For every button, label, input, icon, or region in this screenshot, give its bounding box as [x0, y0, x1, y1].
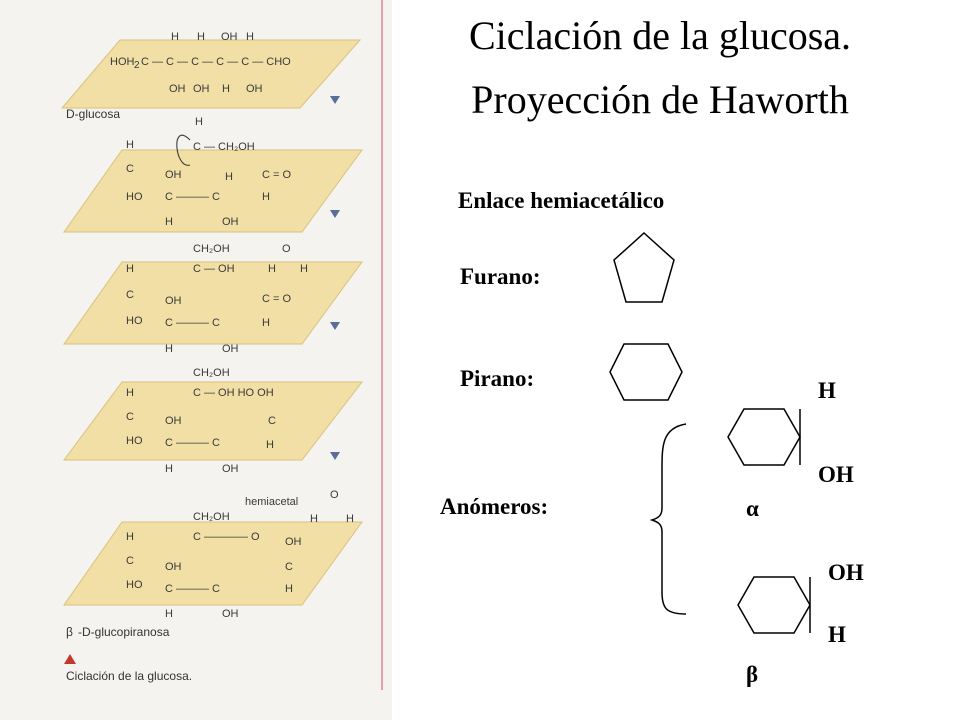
svg-text:OH: OH — [165, 561, 182, 573]
down-arrow-icon — [330, 210, 340, 218]
furan-pentagon — [613, 231, 675, 303]
svg-text:C: C — [126, 163, 134, 175]
svg-text:OH: OH — [193, 83, 210, 95]
svg-text:H: H — [165, 463, 173, 475]
svg-text:H: H — [310, 513, 318, 525]
svg-text:OH: OH — [165, 295, 182, 307]
svg-text:O: O — [330, 489, 339, 501]
svg-text:H: H — [246, 31, 254, 43]
pyran-label: Pirano: — [460, 366, 535, 391]
svg-text:CH₂OH: CH₂OH — [193, 367, 230, 379]
svg-text:C — C — C — C — C — CHO: C — C — C — C — C — CHO — [141, 56, 291, 68]
down-arrow-icon — [330, 96, 340, 104]
figure-caption: Ciclación de la glucosa. — [66, 669, 192, 683]
svg-text:C: C — [285, 561, 293, 573]
svg-text:H: H — [262, 191, 270, 203]
figure-step1-label: D-glucosa — [66, 107, 120, 121]
svg-text:C — OH: C — OH — [193, 263, 235, 275]
svg-text:C = O: C = O — [262, 293, 291, 305]
hemiacetal-bond-label: Enlace hemiacetálico — [458, 188, 665, 213]
svg-text:H: H — [165, 216, 173, 228]
alpha-top-substituent: H — [818, 378, 836, 403]
svg-text:H: H — [126, 387, 134, 399]
svg-text:HOH: HOH — [110, 56, 135, 68]
down-arrow-icon — [330, 452, 340, 460]
svg-text:C ——— C: C ——— C — [165, 437, 220, 449]
svg-text:H: H — [126, 139, 134, 151]
svg-text:HO: HO — [126, 579, 143, 591]
svg-text:OH: OH — [222, 216, 239, 228]
svg-text:H: H — [126, 531, 134, 543]
ring-shapes — [609, 231, 811, 634]
svg-text:H: H — [285, 583, 293, 595]
svg-text:HO: HO — [126, 315, 143, 327]
svg-text:HO: HO — [126, 435, 143, 447]
step-5-plane: hemiacetal O H H CH₂OH C ———— O H C HO OH… — [63, 489, 363, 620]
hemiacetal-note: hemiacetal — [245, 496, 298, 508]
slide-title-line-2: Proyección de Haworth — [471, 77, 849, 122]
beta-label: β — [746, 662, 759, 687]
svg-text:C ——— C: C ——— C — [165, 191, 220, 203]
svg-text:C: C — [126, 555, 134, 567]
svg-text:OH: OH — [222, 608, 239, 620]
svg-text:OH: OH — [246, 83, 263, 95]
figure-step5-label: -D-glucopiranosa — [78, 625, 170, 639]
alpha-bottom-substituent: OH — [818, 462, 854, 487]
alpha-label: α — [746, 496, 759, 521]
svg-text:OH: OH — [169, 83, 186, 95]
svg-text:C: C — [268, 415, 276, 427]
svg-text:C: C — [126, 289, 134, 301]
svg-text:H: H — [197, 31, 205, 43]
step-4-plane: CH₂OH C — OH HO OH H C HO OH C ——— C C H… — [63, 367, 364, 475]
svg-text:HO: HO — [126, 191, 143, 203]
svg-text:C ———— O: C ———— O — [193, 531, 260, 543]
svg-text:O: O — [282, 243, 291, 255]
svg-text:H: H — [262, 317, 270, 329]
svg-text:H: H — [300, 263, 308, 275]
svg-text:C = O: C = O — [262, 169, 291, 181]
svg-text:H: H — [126, 263, 134, 275]
svg-text:H: H — [225, 171, 233, 183]
furan-label: Furano: — [460, 264, 541, 289]
pyran-hexagon — [609, 343, 683, 401]
svg-text:H: H — [165, 608, 173, 620]
svg-text:C ——— C: C ——— C — [165, 583, 220, 595]
slide-title-line-1: Ciclación de la glucosa. — [468, 13, 852, 58]
svg-text:H: H — [195, 116, 203, 128]
alpha-hexagon — [727, 408, 801, 466]
beta-top-substituent: OH — [828, 560, 864, 585]
svg-text:OH: OH — [221, 31, 238, 43]
svg-text:OH: OH — [285, 536, 302, 548]
step-3-plane: CH₂OH C — OH O H H H C HO OH C ——— C C = … — [63, 243, 363, 355]
svg-text:H: H — [346, 513, 354, 525]
svg-text:2: 2 — [134, 60, 140, 71]
anomers-brace — [649, 423, 687, 615]
svg-text:OH: OH — [165, 415, 182, 427]
svg-text:H: H — [268, 263, 276, 275]
anomers-label: Anómeros: — [440, 494, 549, 519]
svg-text:H: H — [165, 343, 173, 355]
step-2-plane: H C — CH₂OH H C HO OH C ——— C H C = O H … — [63, 116, 363, 233]
beta-bottom-substituent: H — [828, 622, 846, 647]
figure-step5-prefix: β — [66, 625, 73, 639]
svg-text:OH: OH — [165, 169, 182, 181]
svg-text:H: H — [171, 31, 179, 43]
svg-text:CH₂OH: CH₂OH — [193, 511, 230, 523]
svg-text:C — OH HO OH: C — OH HO OH — [193, 387, 274, 399]
svg-text:H: H — [266, 439, 274, 451]
svg-text:C — CH₂OH: C — CH₂OH — [193, 141, 255, 153]
caption-marker-icon — [64, 654, 76, 664]
svg-text:CH₂OH: CH₂OH — [193, 243, 230, 255]
beta-hexagon — [737, 576, 811, 634]
svg-text:OH: OH — [222, 463, 239, 475]
svg-text:OH: OH — [222, 343, 239, 355]
svg-text:C: C — [126, 411, 134, 423]
svg-text:H: H — [222, 83, 230, 95]
down-arrow-icon — [330, 322, 340, 330]
svg-text:C ——— C: C ——— C — [165, 317, 220, 329]
